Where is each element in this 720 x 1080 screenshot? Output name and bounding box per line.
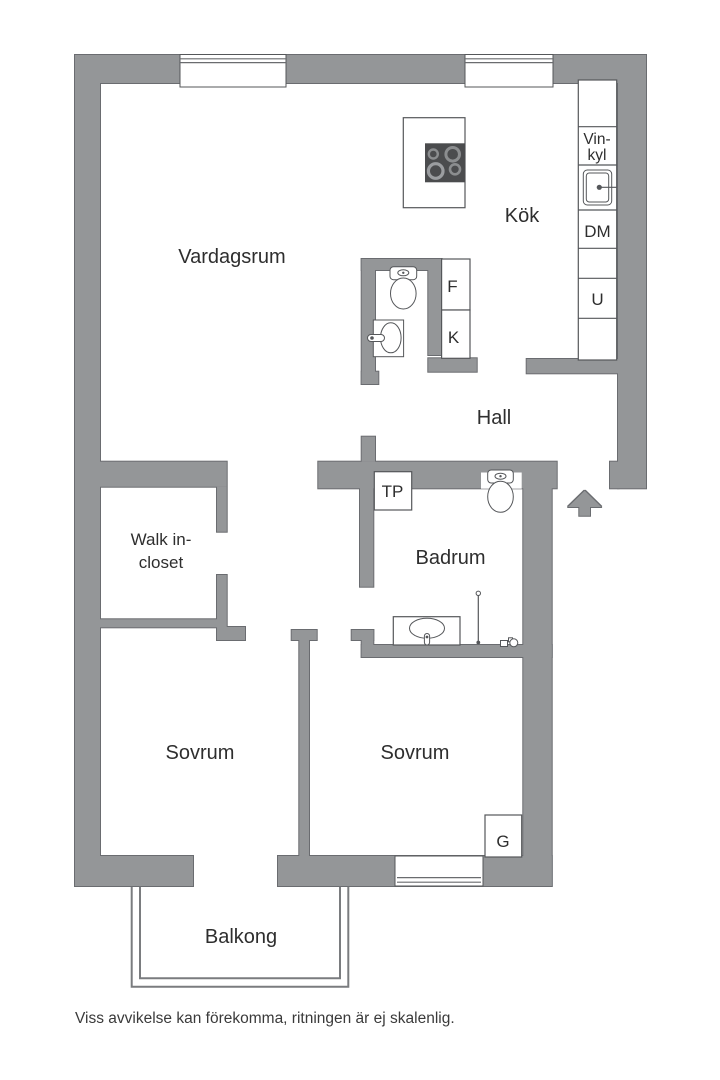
wall-kitchen-hall: [526, 359, 618, 374]
wall-bottom-left: [75, 856, 193, 886]
wc-sink-icon: [367, 319, 405, 358]
wall-closet-right-upper: [217, 486, 227, 532]
room-label-walk-in-closet-line1: Walk in-: [131, 530, 192, 549]
walls: [75, 55, 646, 886]
room-label-sovrum-left: Sovrum: [166, 742, 235, 764]
label-vinkyl-line1: Vin-: [583, 131, 610, 148]
room-labels: Vardagsrum Kök Hall Walk in- closet Badr…: [131, 205, 541, 948]
wall-bedroom-sep-cap: [291, 630, 317, 640]
wall-wc-right: [428, 259, 442, 355]
window-top-right: [464, 54, 554, 88]
wall-right-lower: [523, 488, 552, 886]
label-vinkyl-line2: kyl: [588, 147, 607, 164]
wall-closet-right-lower: [217, 575, 227, 628]
wall-band-west: [75, 461, 227, 487]
label-g: G: [496, 832, 509, 851]
room-label-hall: Hall: [477, 407, 511, 429]
room-label-vardagsrum: Vardagsrum: [178, 246, 285, 268]
room-label-sovrum-right: Sovrum: [381, 742, 450, 764]
wall-badrum-corner: [361, 630, 374, 657]
wall-top: [75, 55, 646, 83]
bathroom-toilet-icon: [487, 469, 514, 513]
wall-wc-top: [361, 259, 439, 270]
room-label-badrum: Badrum: [415, 547, 485, 569]
wall-entry-notch: [610, 461, 619, 489]
balcony-outline: [130, 886, 350, 988]
room-label-balkong: Balkong: [205, 926, 277, 948]
wall-closet-foot: [217, 627, 245, 640]
wall-bedroom-sep: [299, 640, 309, 856]
wall-wc-right-foot: [428, 358, 477, 372]
entrance-arrow-icon: [568, 490, 602, 516]
disclaimer-text: Viss avvikelse kan förekomma, ritningen …: [75, 1010, 455, 1027]
cabinet-f: [441, 258, 471, 311]
label-dm: DM: [584, 222, 610, 241]
wall-hall-stub: [361, 436, 375, 462]
g-closet: [484, 814, 523, 858]
label-k: K: [448, 328, 460, 347]
fixture-labels: Vin- kyl DM U F K TP G: [382, 131, 611, 851]
wall-right-upper: [618, 55, 646, 489]
wall-wc-left: [361, 259, 375, 384]
room-label-walk-in-closet-line2: closet: [139, 553, 184, 572]
shower-icon: [475, 590, 481, 645]
cabinet-k: [441, 309, 471, 359]
label-u: U: [591, 290, 603, 309]
kitchen-sink-icon: [582, 169, 617, 206]
kitchen-island: [402, 117, 466, 209]
wall-wc-left-foot: [361, 371, 379, 384]
window-bottom: [394, 855, 484, 887]
label-f: F: [447, 277, 457, 296]
tp-cabinet: [373, 471, 413, 511]
wall-closet-bottom: [100, 619, 220, 628]
room-label-kok: Kök: [505, 205, 540, 227]
wall-badrum-left: [360, 486, 374, 587]
label-tp: TP: [382, 482, 404, 501]
wc-toilet-icon: [389, 266, 418, 310]
bathroom-tap-icon: [500, 637, 519, 648]
stove-icon: [425, 143, 465, 183]
bathroom-sink-icon: [392, 616, 461, 646]
windows: [179, 54, 554, 887]
wall-badrum-bottom: [361, 645, 552, 657]
window-top-left: [179, 54, 287, 88]
kitchen-counter: [577, 79, 618, 361]
